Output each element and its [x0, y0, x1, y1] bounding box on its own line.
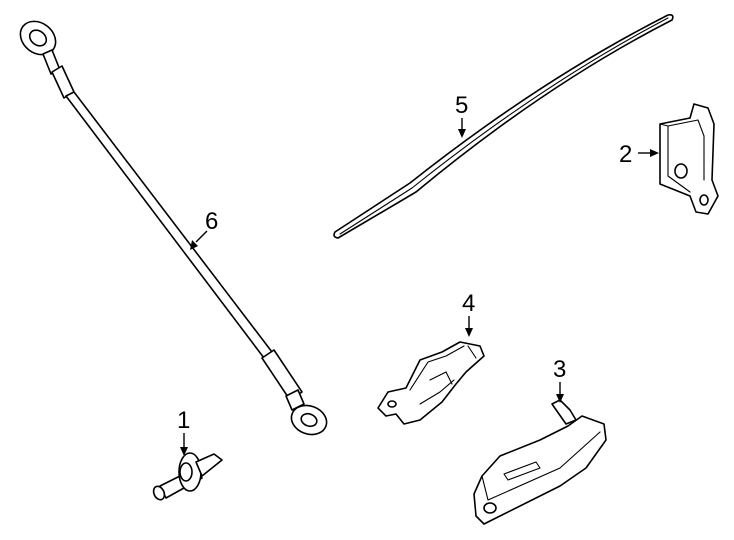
callout-6: 6 — [190, 208, 218, 250]
seal-strip-icon — [333, 14, 674, 239]
callout-5: 5 — [455, 92, 468, 138]
callout-1: 1 — [177, 407, 190, 456]
end-cap-icon — [473, 399, 607, 525]
push-pin-clip-icon — [152, 452, 223, 501]
callout-number: 1 — [177, 407, 190, 434]
callout-3: 3 — [553, 356, 566, 403]
latch-striker-icon — [377, 341, 485, 425]
support-cable-icon — [19, 20, 328, 436]
bracket-icon — [659, 103, 719, 215]
callout-2: 2 — [619, 141, 659, 168]
callout-number: 4 — [462, 290, 475, 317]
callout-number: 3 — [553, 356, 566, 383]
callout-number: 5 — [455, 92, 468, 119]
callout-4: 4 — [462, 290, 475, 337]
callout-number: 6 — [205, 208, 218, 235]
callout-number: 2 — [619, 141, 632, 168]
